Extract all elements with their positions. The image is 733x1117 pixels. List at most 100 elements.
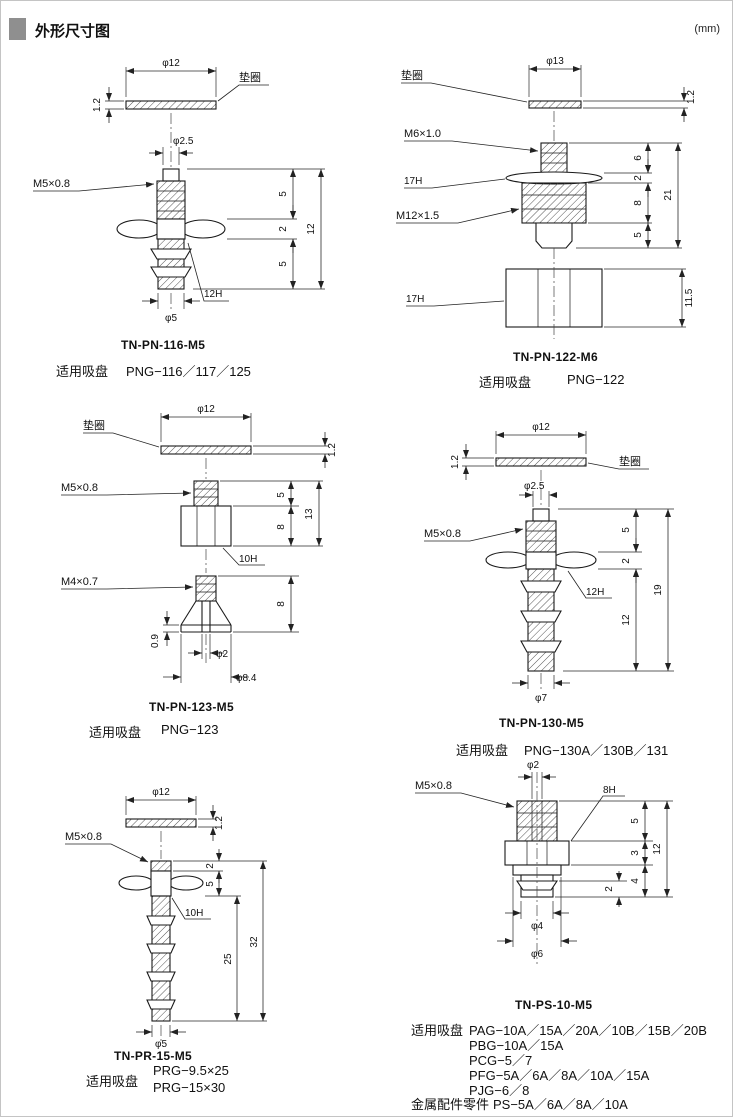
dim-a: 5 (621, 527, 632, 533)
label-washer: 垫圈 (401, 68, 423, 82)
dim-total: 32 (249, 936, 260, 948)
label-washer: 垫圈 (83, 418, 105, 432)
washer-view: φ12 1.2 垫圈 (83, 404, 338, 468)
pads-6-line5: PJG−6／8 (469, 1083, 530, 1098)
fit-label-1: 适用吸盘 (56, 364, 109, 379)
label-thread-mid: M12×1.5 (396, 210, 439, 222)
leader-line (404, 178, 506, 189)
label-hex-top: 17H (404, 176, 422, 187)
label-thread: M5×0.8 (415, 780, 452, 792)
leader-line (61, 490, 192, 497)
unit-label: (mm) (694, 23, 720, 35)
washer-section (125, 100, 217, 110)
drawing-tn-ps-10-m5: φ2 M5×0.8 8H 5 3 4 2 12 φ4 φ6 (415, 760, 673, 964)
dim-a: 5 (630, 818, 641, 824)
dim-a: 2 (205, 863, 216, 869)
leader-line (33, 181, 155, 192)
label-hex: 10H (185, 908, 203, 919)
pads-2: PNG−122 (567, 372, 625, 387)
dim-washer-diameter: φ12 (152, 787, 170, 798)
drawing-tn-pr-15-m5: φ12 1.2 M5×0.8 2 5 10H (65, 787, 267, 1050)
dim-b: 5 (205, 881, 216, 887)
wing-hub (150, 870, 172, 897)
leader-line (404, 140, 539, 154)
hex-flat-lines (196, 506, 216, 546)
leader-line (171, 897, 211, 920)
leader-line (83, 432, 160, 448)
label-washer: 垫圈 (239, 70, 261, 84)
fit-label-3: 适用吸盘 (89, 725, 142, 740)
dim-c: 4 (630, 878, 641, 884)
washer-view: φ13 1.2 垫圈 (401, 56, 697, 122)
thread-section (156, 180, 186, 220)
thread-lines (194, 488, 218, 498)
section-bullet (9, 18, 26, 40)
dim-a: 6 (633, 155, 644, 161)
funnel-outline (180, 600, 232, 633)
dim-bottom-diameter: φ5 (165, 313, 177, 324)
leader-line (187, 242, 229, 302)
thread-section (525, 520, 557, 553)
extension-lines (105, 67, 217, 110)
extension-lines (569, 142, 686, 328)
thread-lines (522, 194, 586, 210)
dimensions: M5×0.8 2 5 10H 25 32 φ5 (65, 831, 267, 1050)
pads-6-line1: PAG−10A／15A／20A／10B／15B／20B (469, 1023, 707, 1038)
hex-flange (505, 171, 603, 185)
dim-shaft-diameter: φ4 (531, 921, 543, 932)
hex-flat-lines (537, 269, 571, 327)
label-thread: M5×0.8 (424, 528, 461, 540)
dim-top-diameter: φ2 (527, 760, 539, 771)
dim-mouth-diameter: φ8.4 (236, 673, 257, 684)
hex-flat-and-bore-lines (526, 801, 548, 865)
model-name-6: TN-PS-10-M5 (515, 998, 593, 1012)
hex-section (180, 505, 232, 547)
dim-top-diameter: φ2.5 (524, 481, 545, 492)
wing-left (116, 219, 162, 239)
barb-rod (151, 895, 171, 1022)
dim-washer-diameter: φ12 (197, 404, 215, 415)
washer-section (125, 818, 197, 828)
dim-total: 13 (304, 508, 315, 520)
barb-ridge (520, 640, 562, 653)
barb-ridge (146, 999, 176, 1010)
thread-section (150, 860, 172, 872)
label-hex: 12H (204, 289, 222, 300)
model-name-5: TN-PR-15-M5 (114, 1049, 192, 1063)
dim-b: 2 (621, 558, 632, 564)
fit-label-4: 适用吸盘 (456, 743, 509, 758)
dim-total: 12 (306, 223, 317, 235)
thread-lines (157, 190, 185, 212)
barb-ridge (150, 266, 192, 278)
dim-a: 5 (278, 191, 289, 197)
dim-washer-diameter: φ12 (162, 58, 180, 69)
thread-lines (526, 530, 556, 542)
label-hex: 12H (586, 587, 604, 598)
drawing-tn-pn-130-m5: φ12 1.2 垫圈 φ2.5 M5×0.8 12H (424, 422, 674, 704)
dim-rod: 25 (223, 953, 234, 965)
label-hex: 8H (603, 785, 616, 796)
dim-total: 19 (653, 584, 664, 596)
label-thread-bottom: M4×0.7 (61, 576, 98, 588)
dimensions: φ2.5 M5×0.8 12H 5 2 12 19 φ7 (424, 481, 674, 704)
pads-5a: PRG−9.5×25 (153, 1063, 229, 1078)
dim-washer-thickness: 1.2 (92, 98, 103, 112)
wing-right (551, 551, 597, 569)
extension-lines (462, 431, 587, 467)
barb-ridge (520, 580, 562, 593)
dim-bottom-diameter: φ7 (535, 693, 547, 704)
leader-line (406, 300, 505, 307)
pads-3: PNG−123 (161, 722, 219, 737)
dim-c: 5 (278, 261, 289, 267)
fit-label-5: 适用吸盘 (86, 1074, 139, 1089)
pads-1: PNG−116／117／125 (126, 364, 251, 379)
dim-total: 12 (652, 843, 663, 855)
leader-line (222, 547, 265, 566)
dim-hex-height: 11.5 (684, 288, 695, 307)
label-thread: M5×0.8 (65, 831, 102, 843)
label-thread: M5×0.8 (33, 178, 70, 190)
wing-left (485, 551, 531, 569)
leader-line (424, 527, 524, 542)
fitting-body (505, 142, 603, 328)
dim-bore-diameter: φ2 (216, 649, 228, 660)
